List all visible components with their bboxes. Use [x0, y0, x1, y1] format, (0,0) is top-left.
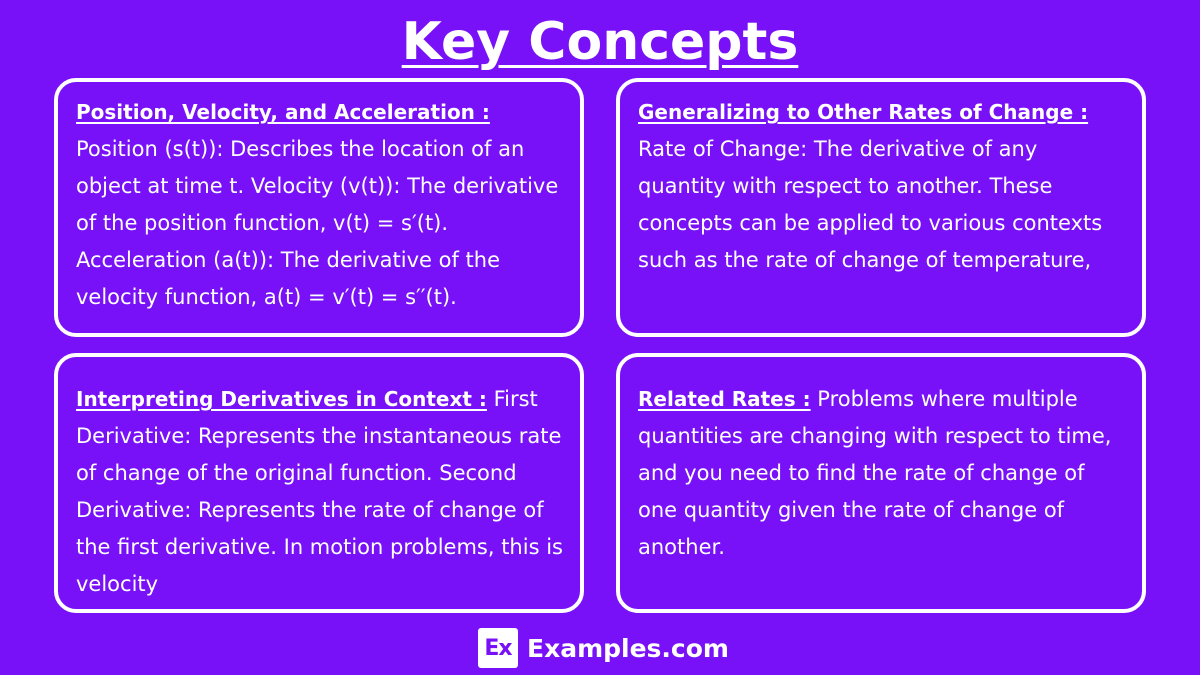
card-generalizing-rates-of-change: Generalizing to Other Rates of Change : …: [616, 78, 1146, 337]
card-text: Interpreting Derivatives in Context : Fi…: [76, 381, 566, 603]
card-heading: Generalizing to Other Rates of Change :: [638, 100, 1089, 124]
card-body: First Derivative: Represents the instant…: [76, 387, 563, 596]
page-title: Key Concepts: [401, 12, 799, 72]
card-text: Position, Velocity, and Acceleration : P…: [76, 94, 566, 316]
site-name: Examples.com: [527, 633, 729, 663]
card-text: Related Rates : Problems where multiple …: [638, 381, 1128, 566]
card-related-rates: Related Rates : Problems where multiple …: [616, 353, 1146, 613]
card-body: Rate of Change: The derivative of any qu…: [638, 137, 1103, 272]
card-position-velocity-acceleration: Position, Velocity, and Acceleration : P…: [54, 78, 584, 337]
examples-logo-icon: Ex: [478, 628, 518, 668]
card-interpreting-derivatives: Interpreting Derivatives in Context : Fi…: [54, 353, 584, 613]
card-heading: Related Rates :: [638, 387, 811, 411]
card-text: Generalizing to Other Rates of Change : …: [638, 94, 1128, 279]
card-heading: Position, Velocity, and Acceleration :: [76, 100, 490, 124]
footer-brand[interactable]: Ex Examples.com: [478, 628, 729, 668]
card-body: Problems where multiple quantities are c…: [638, 387, 1112, 559]
card-heading: Interpreting Derivatives in Context :: [76, 387, 487, 411]
card-body: Position (s(t)): Describes the location …: [76, 137, 559, 309]
